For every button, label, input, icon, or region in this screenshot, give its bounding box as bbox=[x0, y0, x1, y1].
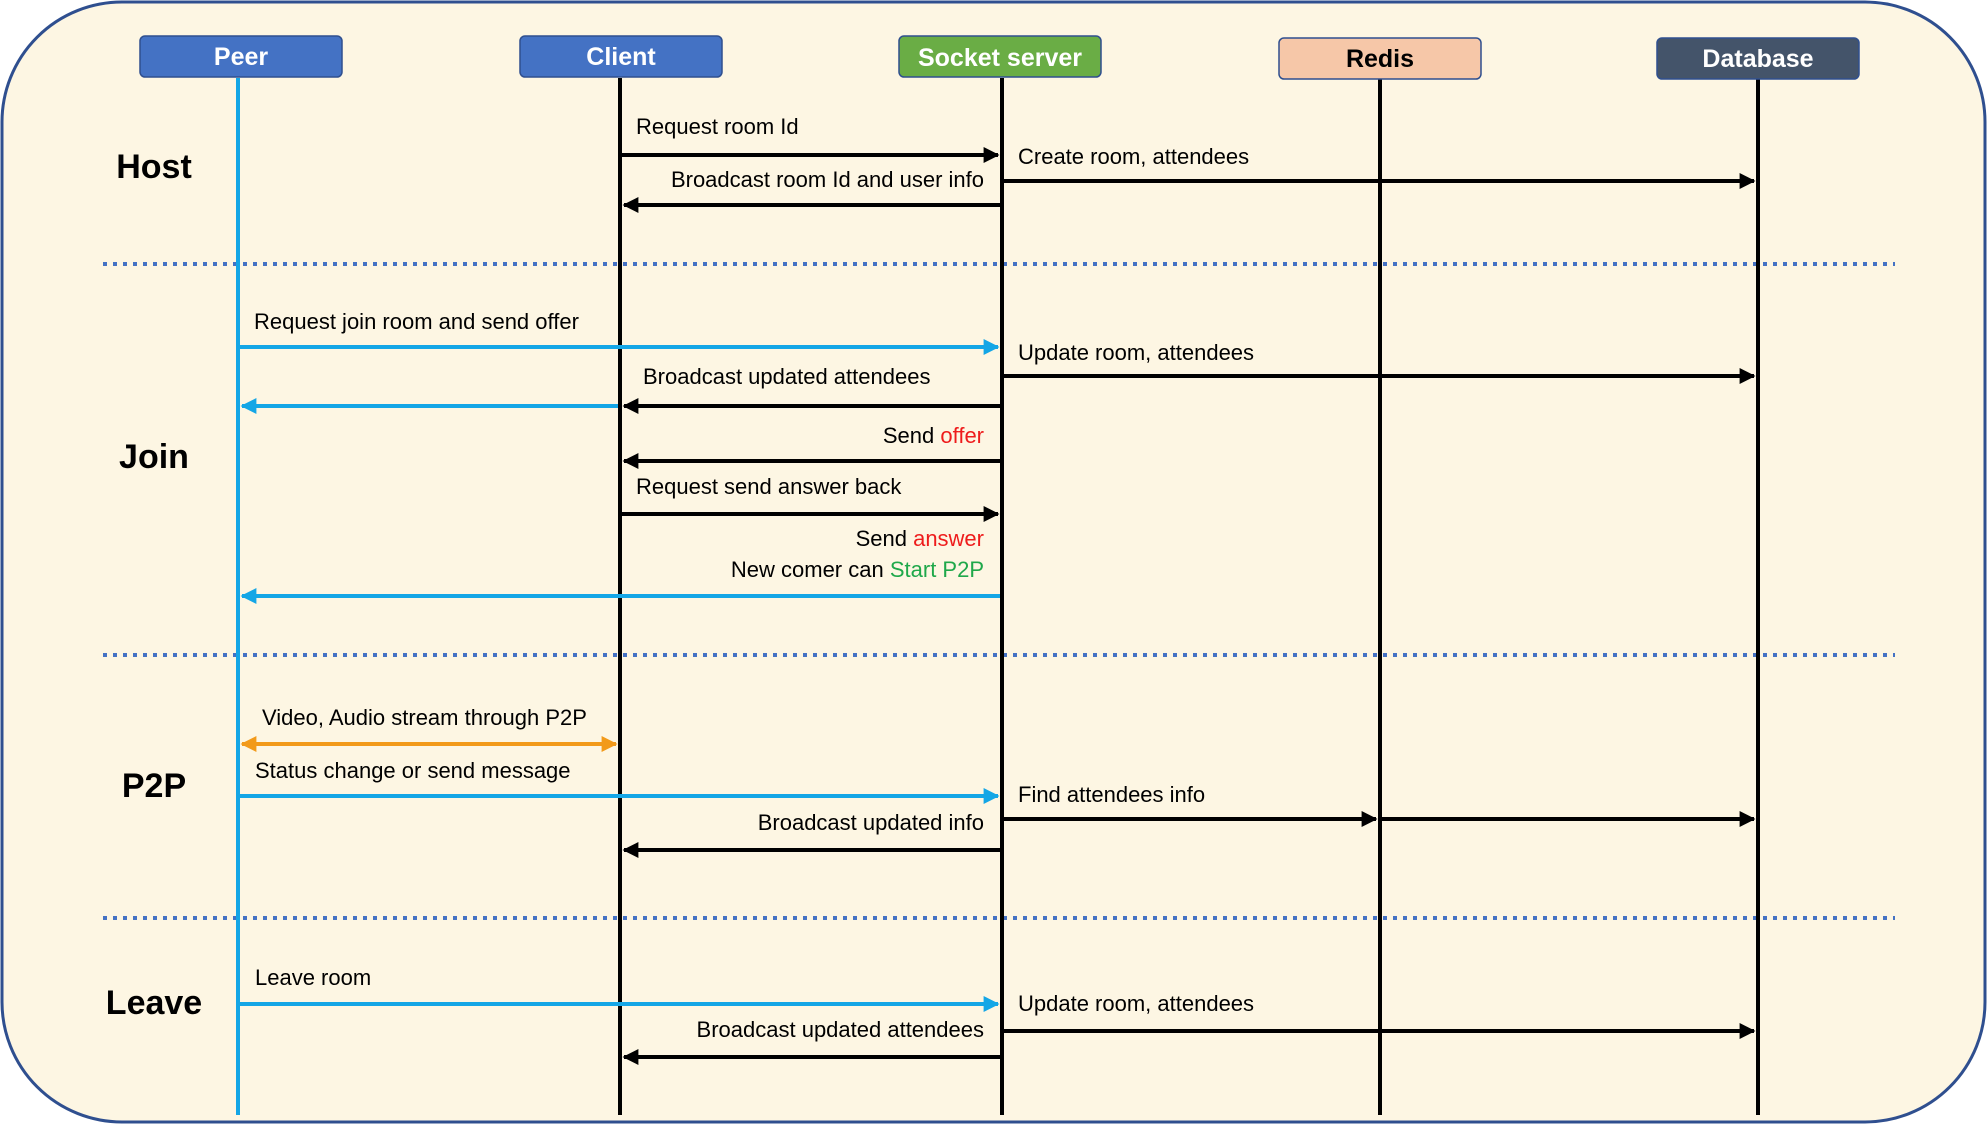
message-label: Broadcast updated attendees bbox=[643, 364, 930, 389]
section-label-join: Join bbox=[119, 438, 189, 476]
participant-box-redis bbox=[1278, 37, 1482, 80]
messages: Request room Id Create room, attendeesBro… bbox=[240, 114, 1756, 1065]
participant-redis: Redis bbox=[1278, 37, 1482, 80]
message-label: Request send answer back bbox=[636, 474, 902, 499]
participant-box-client bbox=[519, 35, 723, 78]
participant-label-database: Database bbox=[1702, 45, 1813, 73]
message-label: Video, Audio stream through P2P bbox=[262, 705, 587, 730]
participant-headers: Peer Client Socket server Redis Database bbox=[139, 35, 1860, 80]
participant-label-redis: Redis bbox=[1346, 45, 1414, 73]
participant-box-database bbox=[1656, 37, 1860, 80]
participant-box-peer bbox=[139, 35, 343, 78]
section-label-leave: Leave bbox=[106, 984, 202, 1022]
message-label: Update room, attendees bbox=[1018, 991, 1254, 1016]
participant-label-socket-server: Socket server bbox=[918, 44, 1082, 72]
section-dividers bbox=[103, 262, 1895, 920]
message-label: Send offer bbox=[883, 423, 984, 448]
participant-database: Database bbox=[1656, 37, 1860, 80]
message-label: Broadcast updated info bbox=[758, 810, 984, 835]
participant-label-peer: Peer bbox=[214, 43, 268, 71]
section-label-host: Host bbox=[116, 148, 192, 186]
participant-label-client: Client bbox=[586, 43, 656, 71]
message-label: Request room Id bbox=[636, 114, 799, 139]
message-label: Create room, attendees bbox=[1018, 144, 1249, 169]
message-label: Leave room bbox=[255, 965, 371, 990]
participant-socket-server: Socket server bbox=[898, 35, 1102, 78]
participant-peer: Peer bbox=[139, 35, 343, 78]
message-label: Broadcast updated attendees bbox=[697, 1017, 984, 1042]
message-label: Broadcast room Id and user info bbox=[671, 167, 984, 192]
participant-client: Client bbox=[519, 35, 723, 78]
message-label: Update room, attendees bbox=[1018, 340, 1254, 365]
section-labels: Host Join P2P Leave bbox=[106, 148, 202, 1022]
section-label-p2p: P2P bbox=[122, 767, 186, 805]
participant-box-socket-server bbox=[898, 35, 1102, 78]
message-label: Request join room and send offer bbox=[254, 309, 579, 334]
message-label: Send answer bbox=[856, 526, 984, 551]
message-label: Status change or send message bbox=[255, 758, 571, 783]
message-label: Find attendees info bbox=[1018, 782, 1205, 807]
message-label: New comer can Start P2P bbox=[731, 557, 984, 582]
